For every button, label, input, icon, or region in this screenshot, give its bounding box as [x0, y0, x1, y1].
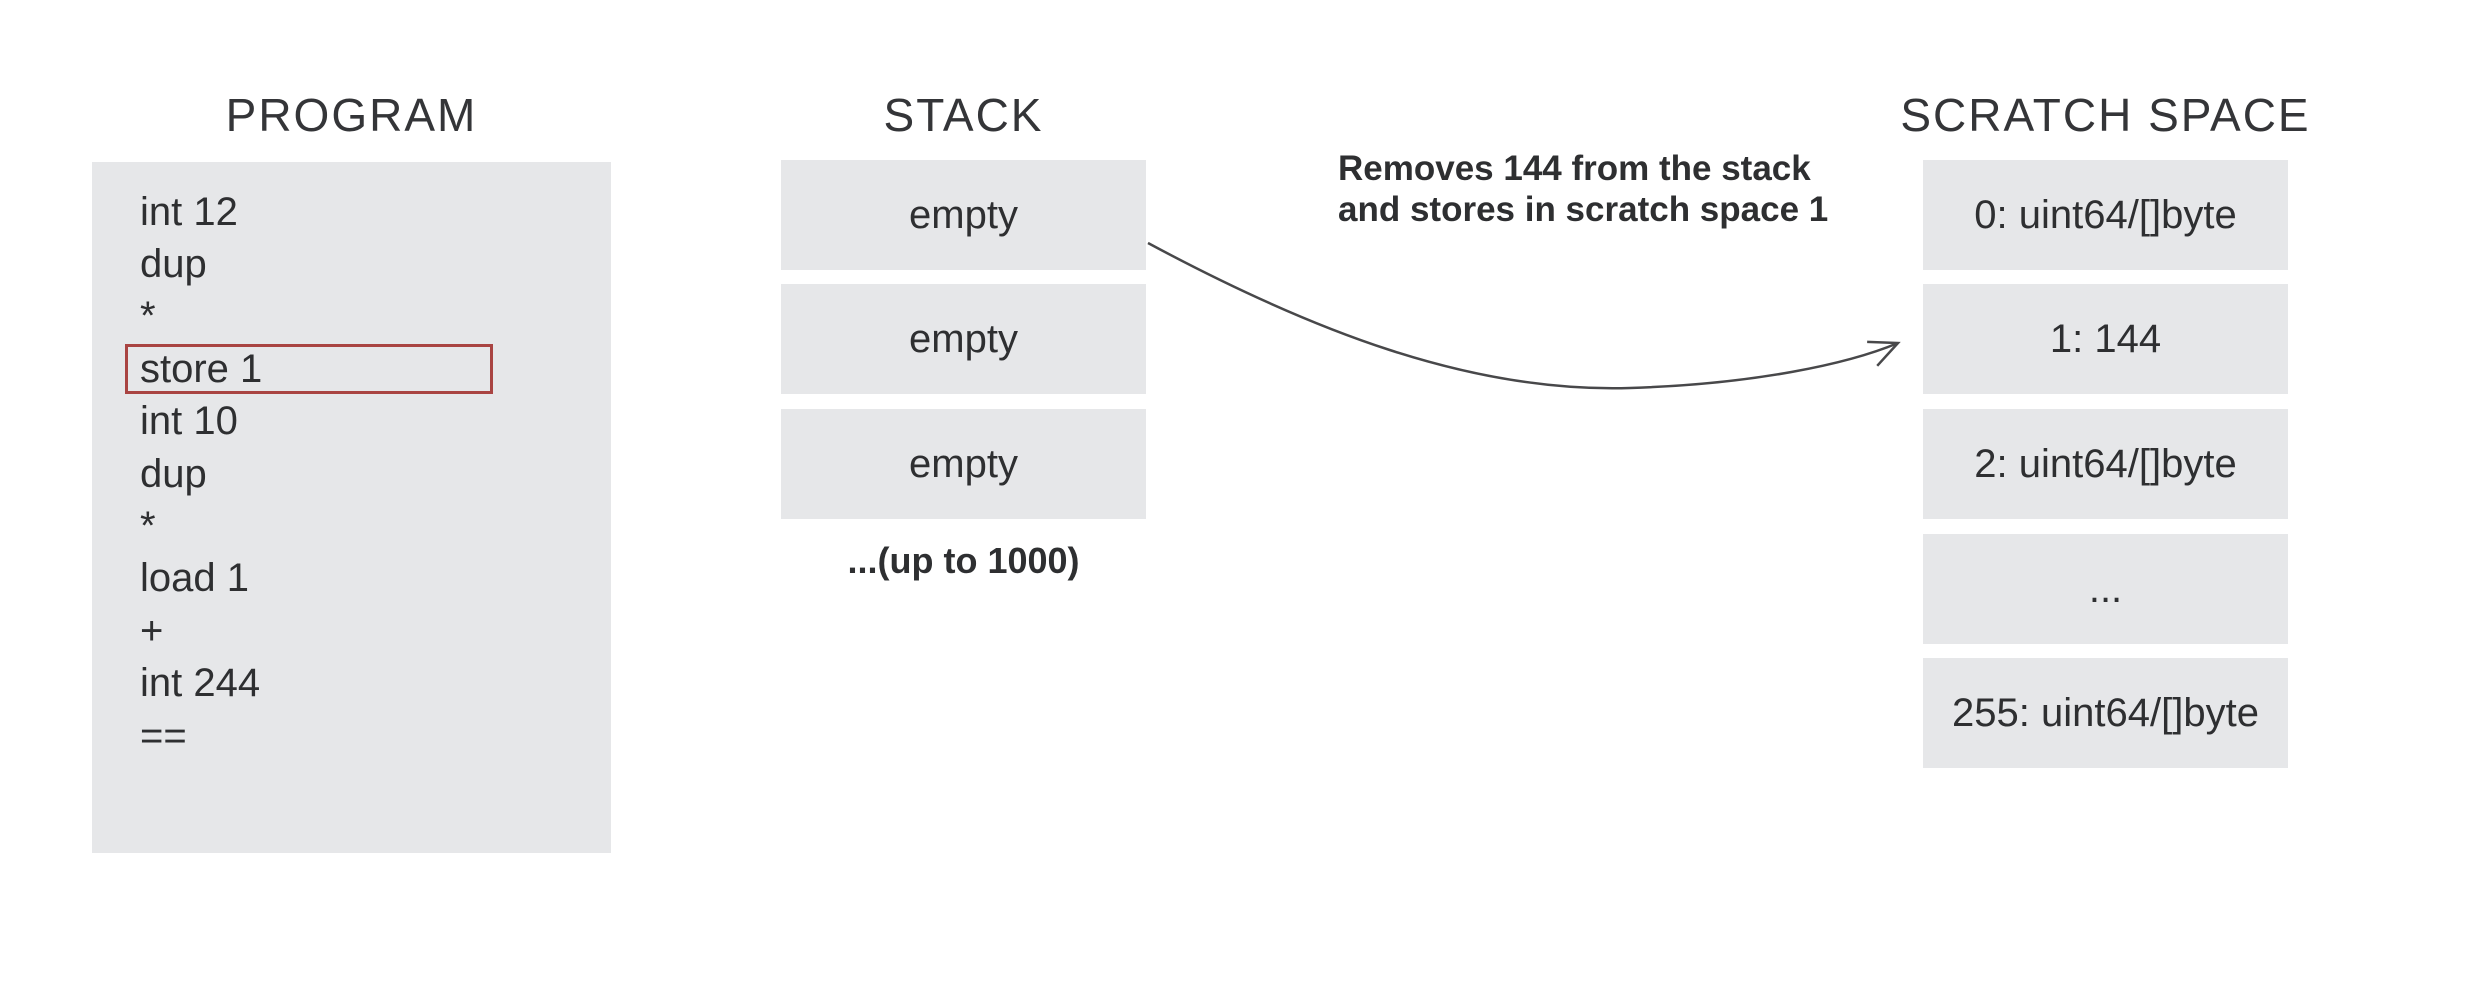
- scratch-cell-ellipsis: ...: [1923, 534, 2288, 644]
- annotation-line-1: Removes 144 from the stack: [1338, 149, 1811, 188]
- program-instruction: ==: [140, 713, 187, 758]
- program-instruction: load 1: [140, 556, 249, 601]
- program-box: int 12 dup * store 1 int 10 dup * load 1…: [92, 162, 611, 853]
- program-instruction: *: [140, 504, 156, 549]
- current-instruction-highlight: [125, 344, 493, 394]
- flow-arrow-path: [1147, 241, 1901, 390]
- stack-slot: empty: [781, 160, 1146, 270]
- program-instruction: +: [140, 608, 164, 653]
- program-instruction: dup: [140, 451, 207, 496]
- scratch-space-column-title: SCRATCH SPACE: [1900, 89, 2311, 141]
- program-instruction: dup: [140, 242, 207, 287]
- program-instruction: int 12: [140, 189, 238, 234]
- program-column-title: PROGRAM: [225, 89, 478, 141]
- operation-annotation: Removes 144 from the stack and stores in…: [1338, 148, 1828, 230]
- program-instruction-highlighted: store 1: [140, 346, 263, 391]
- stack-column-title: STACK: [883, 89, 1044, 141]
- stack-slot: empty: [781, 284, 1146, 394]
- program-instruction-list: int 12 dup * store 1 int 10 dup * load 1…: [92, 162, 611, 762]
- annotation-line-2: and stores in scratch space 1: [1338, 190, 1829, 229]
- program-instruction: *: [140, 294, 156, 339]
- scratch-cell-target: 1: 144: [1923, 284, 2288, 394]
- scratch-cell: 2: uint64/[]byte: [1923, 409, 2288, 519]
- stack-capacity-caption: ...(up to 1000): [847, 540, 1080, 581]
- program-instruction: int 10: [140, 399, 238, 444]
- stack-slot: empty: [781, 409, 1146, 519]
- scratch-cell: 255: uint64/[]byte: [1923, 658, 2288, 768]
- scratch-cell: 0: uint64/[]byte: [1923, 160, 2288, 270]
- program-instruction: int 244: [140, 661, 261, 706]
